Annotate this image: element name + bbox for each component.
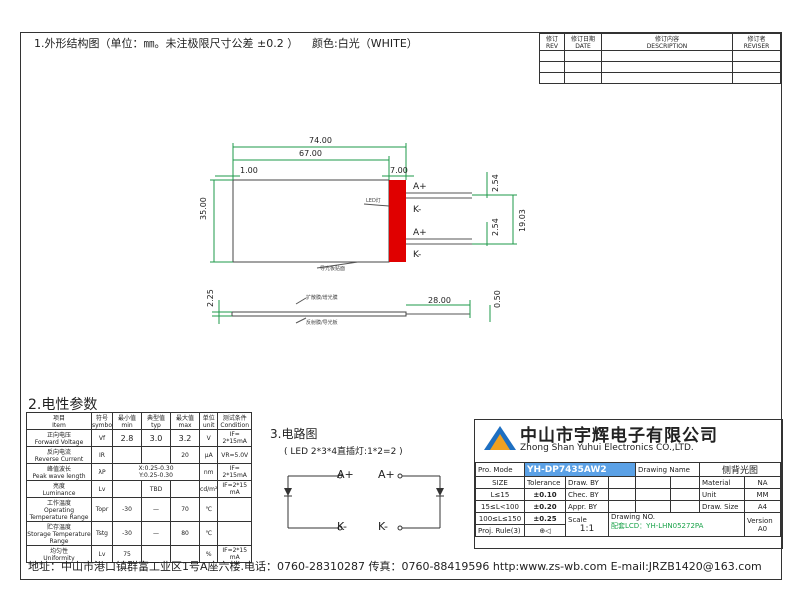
circuit-diagram [284,473,444,531]
dim-left-margin: 1.00 [240,166,258,175]
pin-a-bottom: A+ [413,228,427,238]
footer-address: 地址：中山市港口镇群富工业区1号A座六楼.电话：0760-28310287 传真… [28,560,762,573]
company-name-en: Zhong Shan Yuhui Electronics CO.,LTD. [520,443,694,453]
led-diode-left [284,488,292,496]
outline-note: 1.外形结构图（单位：㎜。未注极限尺寸公差 ±0.2 ） [34,37,299,50]
drawing-number: 配套LCD：YH-LHN05272PA [611,522,704,530]
circuit-subtitle: ( LED 2*3*4直插灯:1*2=2 ) [284,447,403,457]
circuit-k-right: K- [378,520,389,533]
callout-film-bottom: 反射膜/导光板 [306,320,338,326]
pin-k-bottom: K- [413,250,422,260]
circuit-a-left: A+ [337,468,354,481]
dim-pin-length: 28.00 [428,296,451,305]
dim-pin-pitch-top: 2.54 [491,174,500,192]
dim-guide-length: 67.00 [299,149,322,158]
dim-led-width: 7.00 [390,166,408,175]
dim-pin-span: 19.03 [518,209,527,232]
drawing-frame [20,32,782,580]
pin-k-top: K- [413,205,422,215]
electrical-title: 2.电性参数 [28,397,98,413]
drawing-name: 侧背光图 [699,462,781,477]
dim-height: 35.00 [199,197,208,220]
led-bar [389,180,406,262]
product-model: YH-DP7435AW2 [524,462,636,477]
title-block [474,419,783,549]
guide-plate-top-view [232,179,390,263]
dim-pin-thickness: 0.50 [493,290,502,308]
company-name-cn: 中山市宇辉电子有限公司 [520,426,718,446]
title-block-table: Pro. Mode YH-DP7435AW2 Drawing Name 侧背光图… [475,462,781,537]
callout-film-top: 扩散膜/增光膜 [306,295,338,301]
dim-thickness: 2.25 [206,289,215,307]
color-note: 颜色:白光（WHITE） [312,37,418,50]
company-logo-icon [484,426,516,450]
led-diode-right [436,488,444,496]
dim-pin-pitch-bottom: 2.54 [491,218,500,236]
circuit-k-left: K- [337,520,348,533]
projection-symbol-icon: ⊕◁ [524,524,566,537]
circuit-title: 3.电路图 [270,427,318,441]
pin-a-top: A+ [413,182,427,192]
callout-led: LED灯 [366,198,381,204]
callout-guide: 导光板贴面 [320,266,346,272]
circuit-a-right: A+ [378,468,395,481]
dim-overall-length: 74.00 [309,136,332,145]
